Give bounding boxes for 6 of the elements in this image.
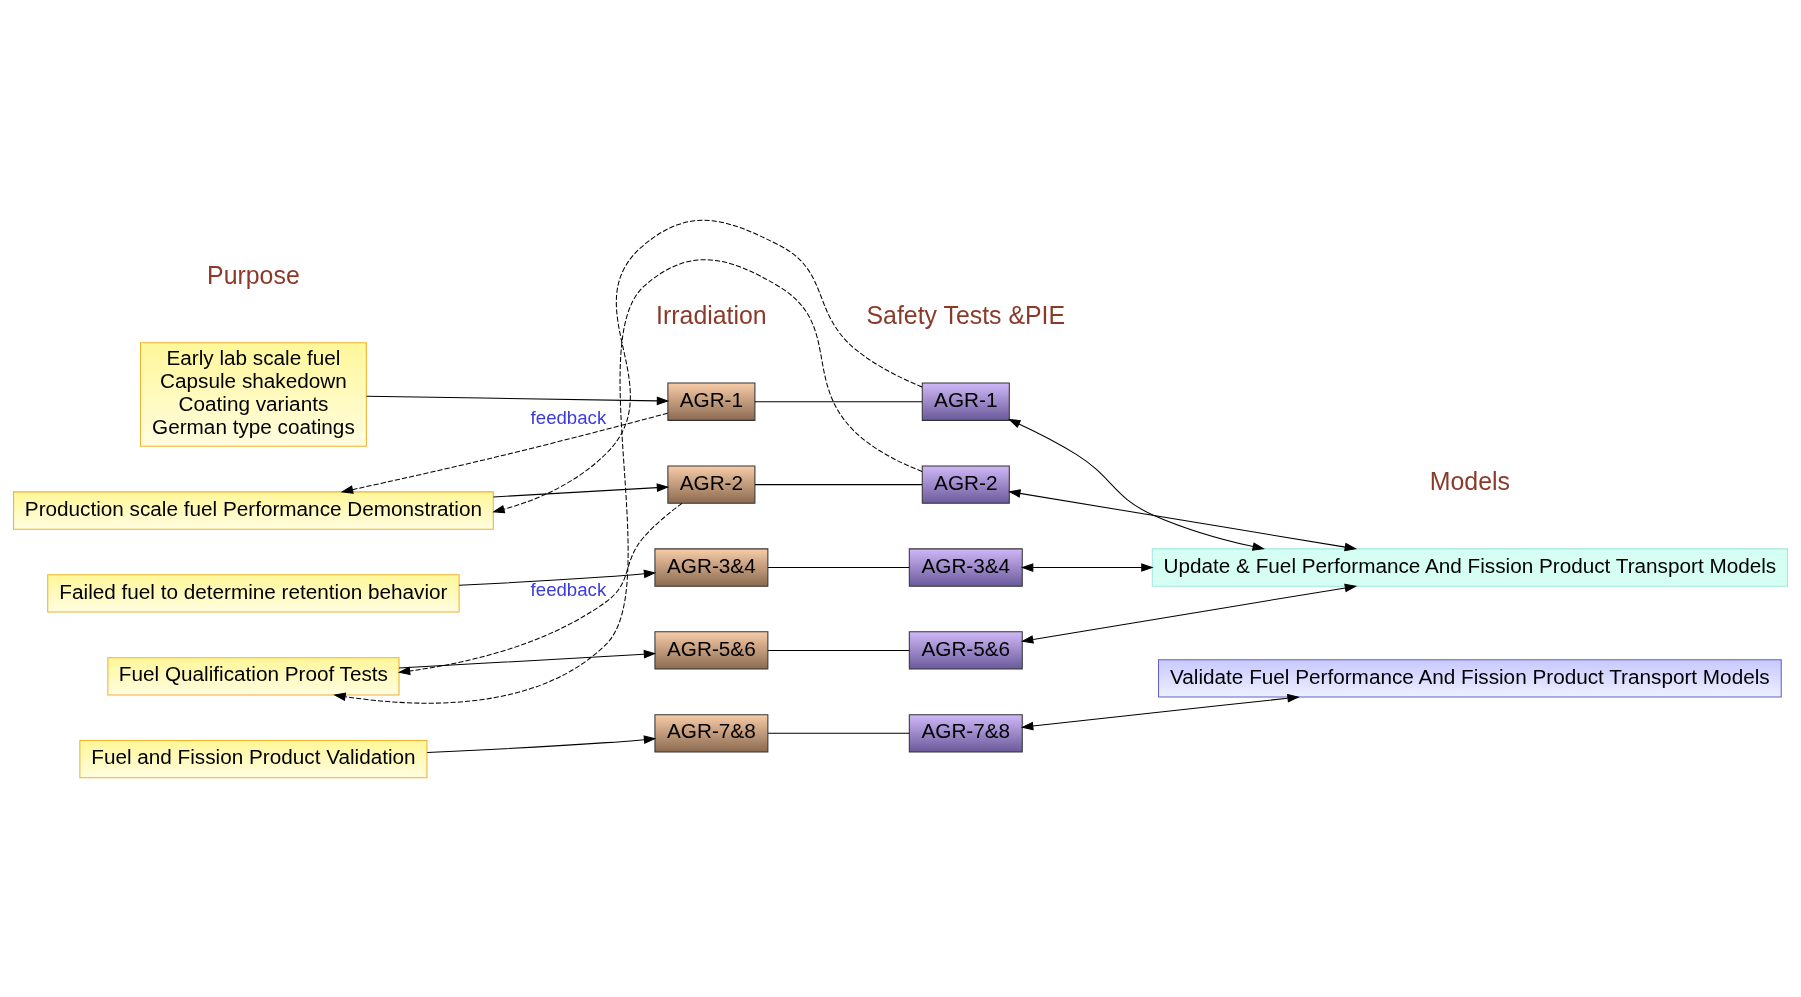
edge-label: feedback [530,406,607,428]
label: Safety Tests &PIE [866,300,1066,329]
label: Purpose [207,260,300,289]
label: Irradiation [656,300,767,329]
label: Models [1429,466,1510,495]
edge-label: feedback [530,578,607,600]
